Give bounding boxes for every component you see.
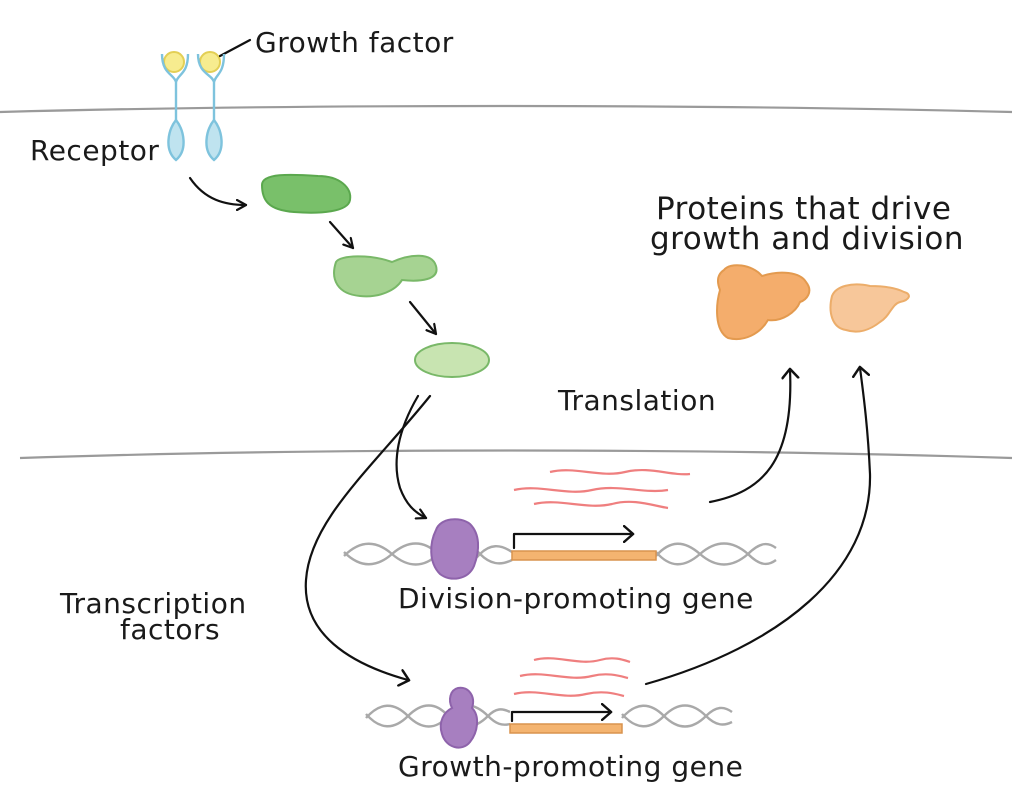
nuclear-membrane: [19, 449, 1013, 460]
division-transcription-start-arrow: [512, 534, 632, 550]
receptor: [160, 53, 226, 162]
translation-arrow-growth: [644, 368, 872, 686]
growth-mrna-strands: [513, 657, 631, 698]
signal-arrow-3: [408, 300, 438, 336]
kinase-2: [333, 254, 438, 298]
transcription-factors-label-line-1: Transcription: [59, 587, 247, 620]
transcription-arrow-division: [395, 394, 428, 518]
growth-gene-label: Growth-promoting gene: [398, 750, 743, 783]
growth-transcription-factor: [439, 686, 478, 749]
kinase-3: [414, 342, 490, 378]
kinase-1: [260, 173, 352, 214]
receptor-label: Receptor: [30, 134, 159, 167]
division-mrna-strands: [513, 468, 691, 510]
dna-helix-division-right: [655, 542, 777, 566]
signal-arrow-2: [328, 220, 355, 250]
division-gene-label: Division-promoting gene: [398, 582, 754, 615]
cell-membrane: [0, 104, 1013, 114]
translation-arrow-division: [708, 370, 790, 504]
translation-label: Translation: [557, 384, 716, 417]
growth-factor-label: Growth factor: [255, 26, 454, 59]
protein-1: [716, 264, 811, 340]
signal-arrow-1: [188, 176, 248, 205]
transcription-factors-label-line-2: factors: [120, 613, 220, 646]
growth-transcription-start-arrow: [510, 712, 610, 723]
growth-factor-molecules: [163, 51, 221, 73]
division-gene-bar: [511, 550, 657, 561]
division-transcription-factor: [430, 518, 480, 580]
growth-factor-pointer-line: [218, 38, 252, 58]
transcription-arrow-growth: [304, 394, 432, 680]
dna-helix-growth-left: [365, 704, 511, 728]
growth-gene-bar: [509, 723, 623, 734]
protein-2: [829, 283, 910, 333]
proteins-label-line-2: growth and division: [650, 221, 964, 257]
dna-helix-division-left: [343, 542, 513, 566]
proteins-label-line-1: Proteins that drive: [656, 191, 951, 227]
dna-helix-growth-right: [621, 704, 733, 728]
